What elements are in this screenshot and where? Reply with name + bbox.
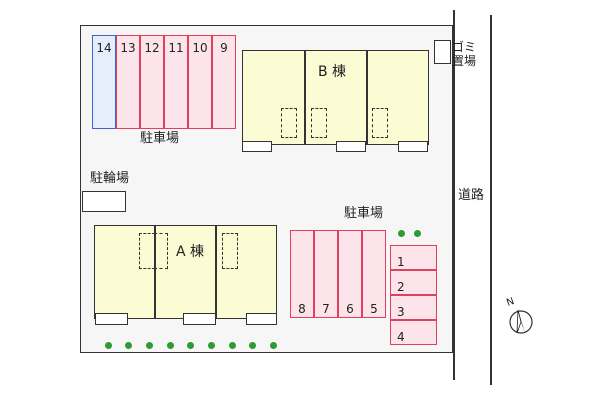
parking-space-12[interactable]: 12	[140, 35, 164, 129]
building-b-label: B 棟	[318, 64, 347, 80]
bicycle-parking-label: 駐輪場	[90, 171, 130, 186]
parking-space-4[interactable]: 4	[390, 320, 437, 345]
parking-space-7[interactable]: 7	[314, 230, 338, 318]
tree	[187, 342, 194, 349]
parking-space-label: 4	[397, 330, 405, 344]
parking-space-9[interactable]: 9	[212, 35, 236, 129]
building-b-stair	[281, 108, 297, 138]
parking-space-13[interactable]: 13	[116, 35, 140, 129]
road-edge-left	[453, 10, 455, 380]
tree	[105, 342, 112, 349]
parking-space-label: 5	[370, 302, 378, 316]
building-a-entrance	[183, 313, 216, 325]
parking-space-label: 7	[322, 302, 330, 316]
parking-space-label: 8	[298, 302, 306, 316]
road-label: 道路	[458, 188, 485, 203]
parking-space-label: 10	[192, 41, 208, 55]
garbage-area-label: ゴミ置場	[452, 40, 477, 69]
parking-space-label: 13	[120, 41, 136, 55]
bicycle-parking[interactable]	[82, 191, 126, 212]
parking-space-6[interactable]: 6	[338, 230, 362, 318]
building-a-entrance	[246, 313, 277, 325]
parking-space-label: 6	[346, 302, 354, 316]
parking-south-label: 駐車場	[344, 206, 384, 221]
building-b-stair	[311, 108, 327, 138]
parking-space-5[interactable]: 5	[362, 230, 386, 318]
building-a-unit[interactable]	[216, 225, 277, 319]
building-b-unit[interactable]	[305, 50, 367, 145]
tree	[414, 230, 421, 237]
road-edge-right	[490, 15, 492, 385]
parking-space-3[interactable]: 3	[390, 295, 437, 320]
building-a-entrance	[95, 313, 128, 325]
building-b-entrance	[398, 141, 428, 152]
tree	[229, 342, 236, 349]
parking-space-8[interactable]: 8	[290, 230, 314, 318]
parking-space-11[interactable]: 11	[164, 35, 188, 129]
tree	[167, 342, 174, 349]
parking-space-label: 11	[168, 41, 184, 55]
garbage-area[interactable]	[434, 40, 451, 64]
parking-space-label: 12	[144, 41, 160, 55]
building-b-unit[interactable]	[367, 50, 429, 145]
building-b-unit[interactable]	[242, 50, 305, 145]
parking-space-1[interactable]: 1	[390, 245, 437, 270]
parking-space-label: 1	[397, 255, 405, 269]
building-a-stair	[154, 233, 168, 269]
compass: N	[505, 296, 537, 338]
building-a-stair	[139, 233, 155, 269]
parking-space-label: 9	[220, 41, 228, 55]
building-b-entrance	[336, 141, 366, 152]
parking-space-14[interactable]: 14	[92, 35, 116, 129]
parking-space-label: 2	[397, 280, 405, 294]
building-b-entrance	[242, 141, 272, 152]
parking-space-label: 3	[397, 305, 405, 319]
building-b-stair	[372, 108, 388, 138]
tree	[398, 230, 405, 237]
building-a-stair	[222, 233, 238, 269]
tree	[146, 342, 153, 349]
building-a-label: A 棟	[176, 244, 205, 260]
tree	[249, 342, 256, 349]
compass-icon	[509, 309, 533, 334]
parking-space-10[interactable]: 10	[188, 35, 212, 129]
parking-space-label: 14	[96, 41, 112, 55]
parking-space-2[interactable]: 2	[390, 270, 437, 295]
tree	[208, 342, 215, 349]
building-a-unit[interactable]	[94, 225, 155, 319]
tree	[125, 342, 132, 349]
parking-north-label: 駐車場	[140, 131, 180, 146]
tree	[270, 342, 277, 349]
